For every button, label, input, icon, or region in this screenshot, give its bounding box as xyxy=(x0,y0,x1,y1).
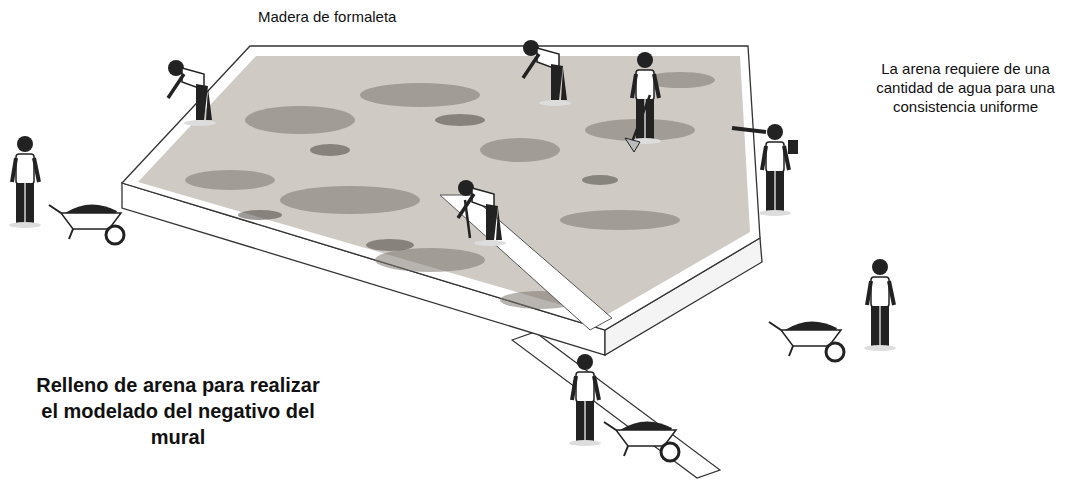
caption-text: Relleno de arena para realizar el modela… xyxy=(28,372,328,450)
note-text: La arena requiere de una cantidad de agu… xyxy=(858,60,1073,116)
formwork-label: Madera de formaleta xyxy=(258,8,396,27)
